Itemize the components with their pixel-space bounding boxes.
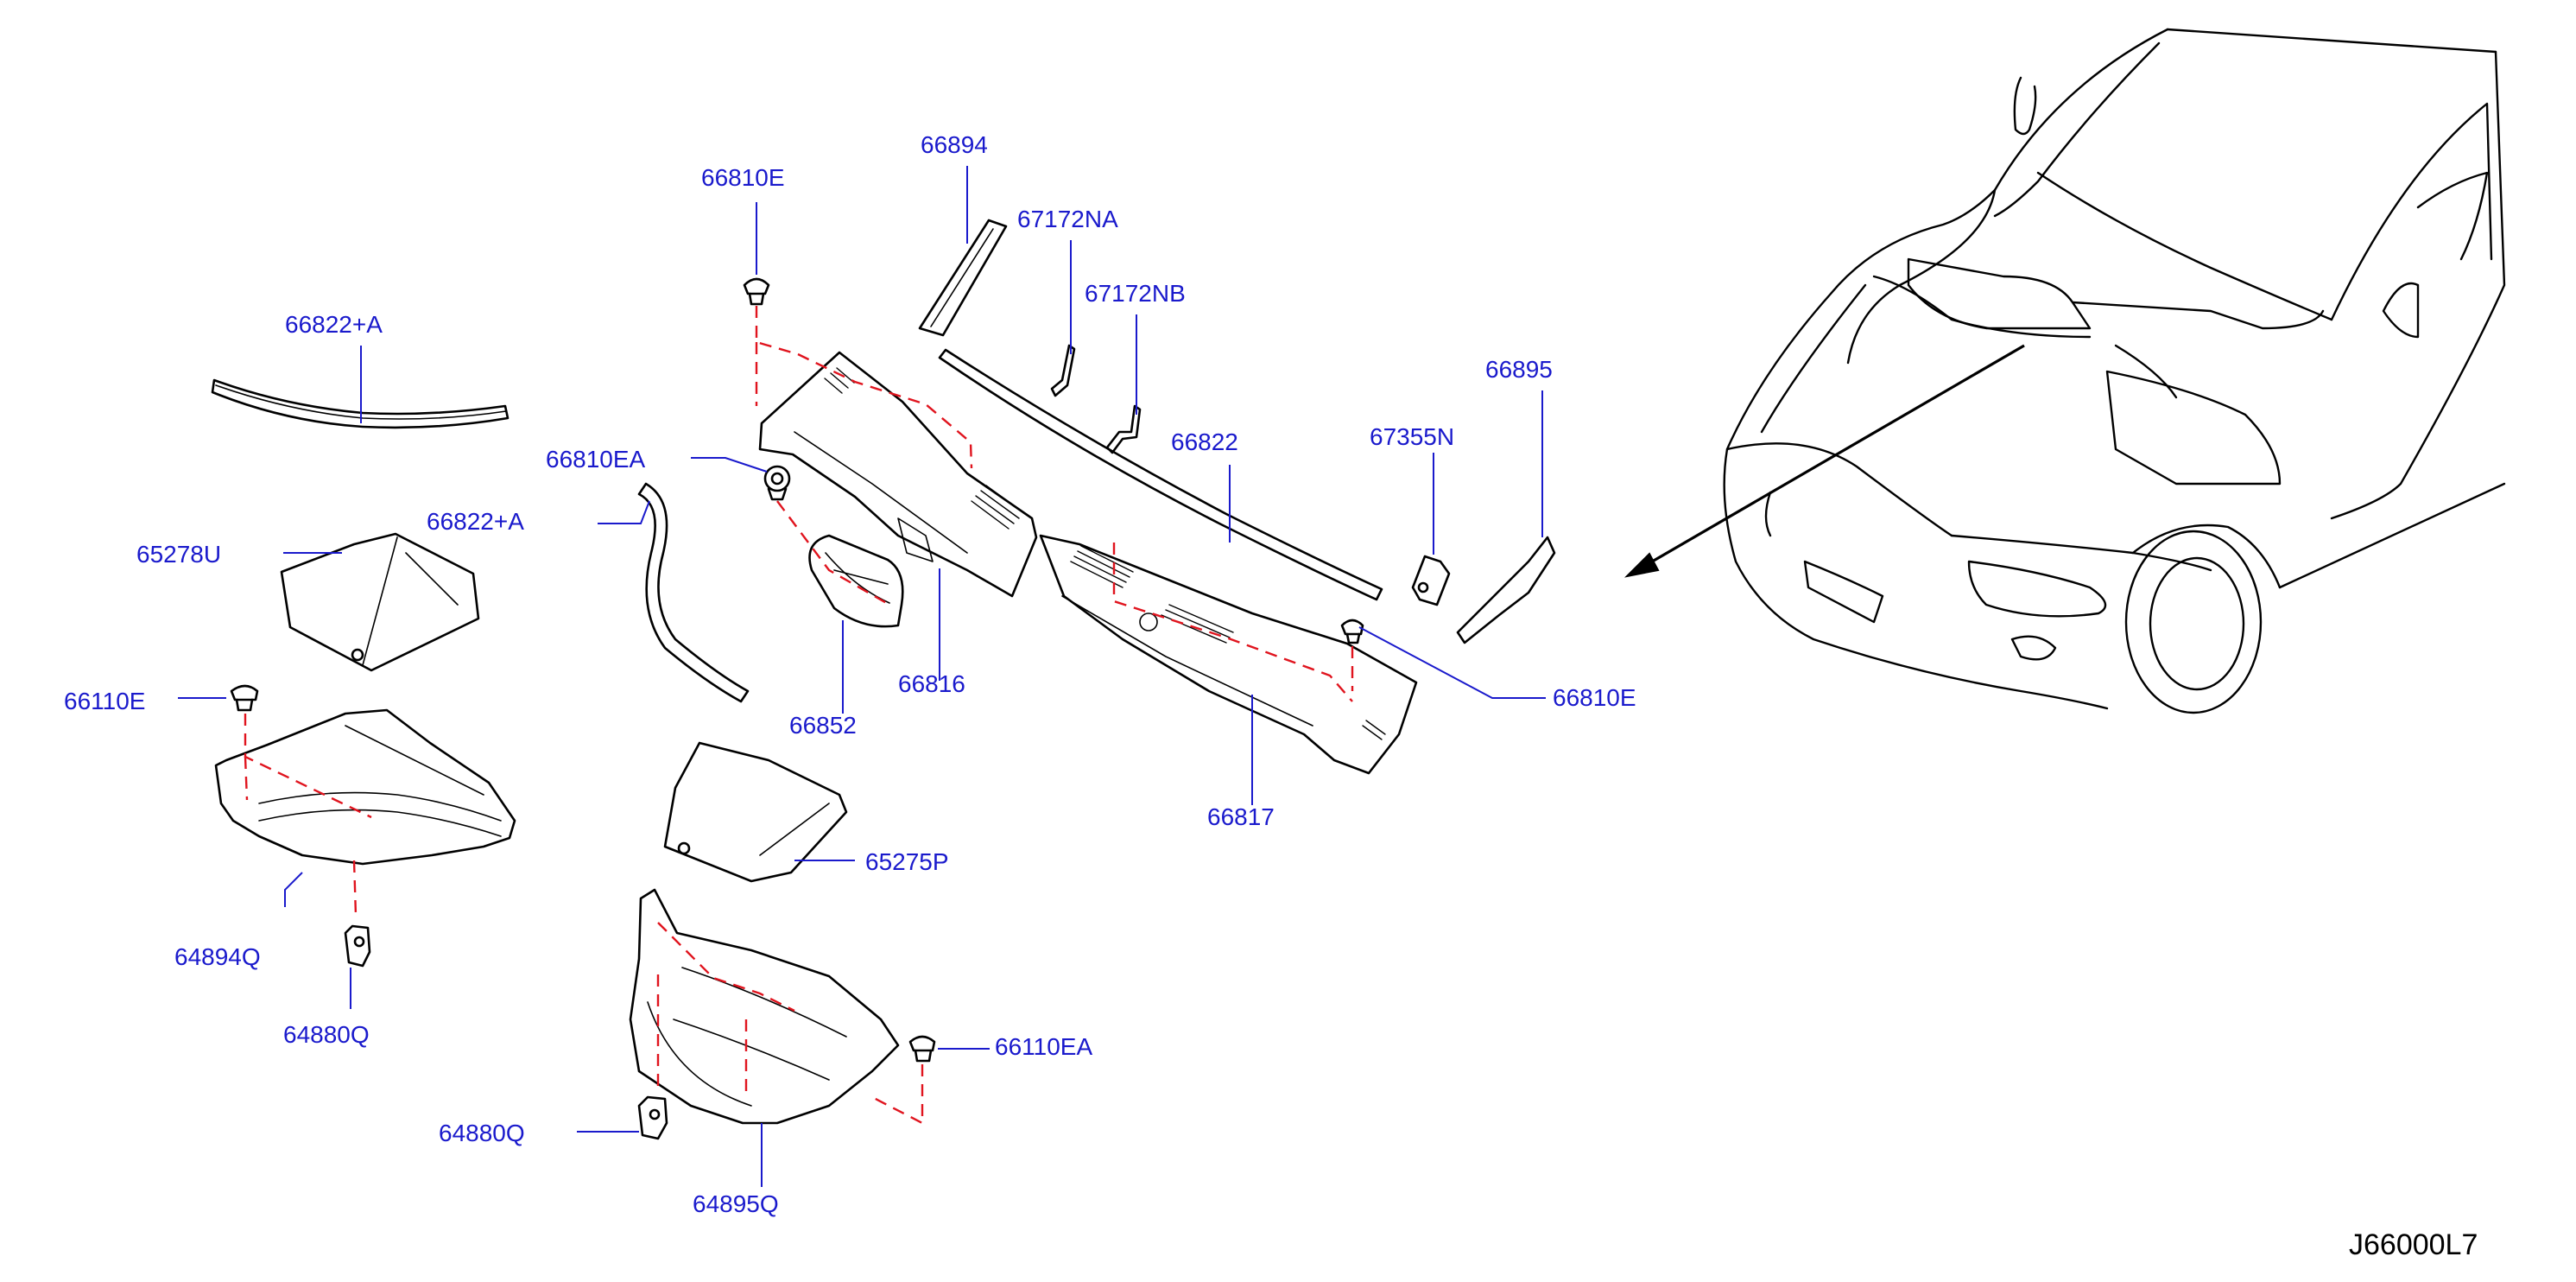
callout-66110E: 66110E xyxy=(64,688,146,714)
bracket-67355N xyxy=(1411,555,1451,606)
location-arrow xyxy=(1623,344,2025,578)
callout-66810E-top: 66810E xyxy=(701,164,785,191)
duct-66852 xyxy=(808,534,904,628)
callout-66822A-mid: 66822+A xyxy=(427,508,524,535)
callout-64880Q-left: 64880Q xyxy=(283,1021,370,1048)
vehicle-locator-illustration xyxy=(1723,28,2506,714)
callout-65275P: 65275P xyxy=(865,848,949,875)
weatherstrip-66822A-mid xyxy=(637,482,750,703)
callout-66810E-right: 66810E xyxy=(1553,684,1636,711)
seal-66895 xyxy=(1456,536,1556,644)
seal-66894 xyxy=(918,219,1008,337)
diagram-code: J66000L7 xyxy=(2349,1228,2478,1261)
assembly-guide-lines xyxy=(244,306,1354,1125)
callout-66822A-top: 66822+A xyxy=(285,311,383,338)
clip-66810EA xyxy=(763,465,791,501)
callout-66817: 66817 xyxy=(1207,803,1275,830)
callout-64880Q-bottom: 64880Q xyxy=(439,1120,525,1146)
seal-66822 xyxy=(938,348,1383,601)
callout-66852: 66852 xyxy=(789,712,857,739)
callout-67172NA: 67172NA xyxy=(1017,206,1118,232)
callout-66822: 66822 xyxy=(1171,428,1238,455)
clip-66810E-right xyxy=(1340,619,1364,644)
clip-66810E-top xyxy=(743,277,770,306)
callout-67172NB: 67172NB xyxy=(1085,280,1186,307)
callout-64895Q: 64895Q xyxy=(693,1190,779,1217)
bracket-67172NA xyxy=(1050,344,1076,397)
bracket-67172NB xyxy=(1105,404,1142,454)
callout-65278U: 65278U xyxy=(136,541,222,568)
clip-66110E xyxy=(230,684,259,712)
cowl-top-66816 xyxy=(758,351,1038,598)
duct-64895Q xyxy=(629,888,900,1125)
cover-65275P xyxy=(663,741,848,883)
callout-66110EA: 66110EA xyxy=(995,1033,1093,1060)
leader-lines xyxy=(178,166,1546,1187)
callout-66895: 66895 xyxy=(1485,356,1553,383)
weatherstrip-66822A-top xyxy=(211,378,510,429)
callout-66816: 66816 xyxy=(898,670,965,697)
callout-66894: 66894 xyxy=(921,131,988,158)
callout-64894Q: 64894Q xyxy=(174,943,261,970)
cover-65278U xyxy=(280,532,480,672)
duct-64894Q xyxy=(214,708,516,866)
clip-66110EA xyxy=(908,1035,936,1063)
bracket-64880Q-bottom xyxy=(637,1095,668,1140)
callout-67355N: 67355N xyxy=(1370,423,1455,450)
callout-66810EA: 66810EA xyxy=(546,446,646,473)
cowl-top-66817 xyxy=(1039,534,1418,775)
bracket-64880Q-left xyxy=(344,924,371,968)
